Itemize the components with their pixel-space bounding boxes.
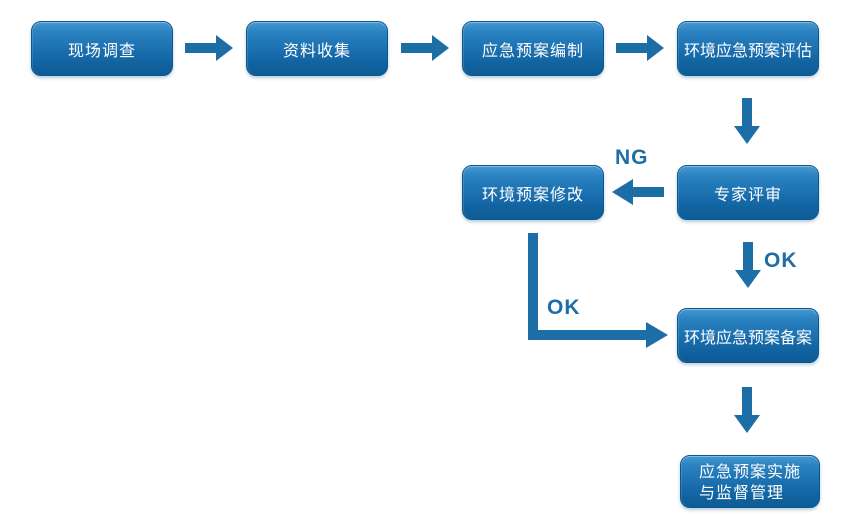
arrow-right-icon-compile-to-assess — [616, 35, 664, 61]
node-expert-review: 专家评审 — [677, 165, 819, 220]
arrow-right-icon-survey-to-collect — [185, 35, 233, 61]
node-plan-implementation-line2: 与监督管理 — [699, 485, 785, 502]
node-plan-assessment: 环境应急预案评估 — [677, 21, 819, 76]
arrow-left-icon-review-to-revise — [612, 179, 664, 205]
arrow-right-icon-collect-to-compile — [401, 35, 449, 61]
arrow-down-icon-assess-to-review — [734, 98, 760, 144]
arrow-down-icon-review-to-filing — [735, 242, 761, 288]
node-data-collection: 资料收集 — [246, 21, 388, 76]
edge-label-ng: NG — [615, 146, 649, 169]
node-site-survey: 现场调查 — [31, 21, 173, 76]
node-plan-revision: 环境预案修改 — [462, 165, 604, 220]
node-plan-filing: 环境应急预案备案 — [677, 308, 819, 363]
edge-label-ok-review-to-filing: OK — [764, 249, 798, 272]
node-plan-compilation: 应急预案编制 — [462, 21, 604, 76]
edge-label-ok-revise-to-filing: OK — [547, 296, 581, 319]
node-plan-implementation: 应急预案实施 与监督管理 — [680, 455, 820, 508]
elbow-arrow-icon-revise-to-filing — [528, 233, 668, 348]
arrow-down-icon-filing-to-implement — [734, 387, 760, 433]
node-plan-implementation-line1: 应急预案实施 — [699, 464, 802, 481]
